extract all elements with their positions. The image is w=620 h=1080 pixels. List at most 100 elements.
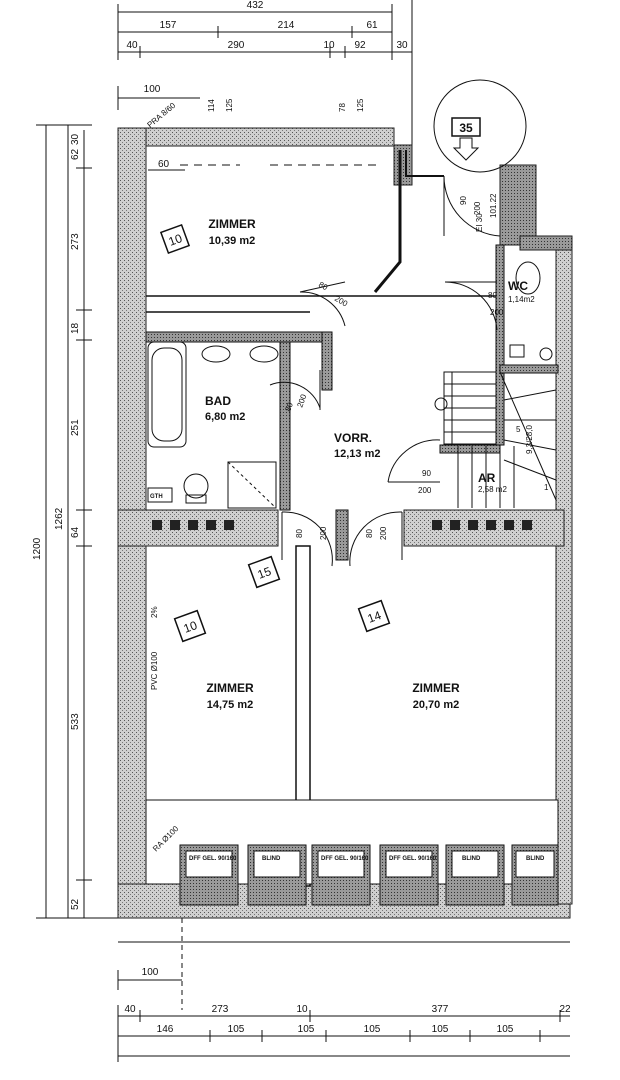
door-ar-h: 200 xyxy=(418,486,432,495)
room-area-zimmer-right: 20,70 m2 xyxy=(413,699,459,711)
window-label-1: DFF GEL. 90/160 xyxy=(189,856,237,862)
left-dimensions xyxy=(36,124,120,919)
dim-left-1: 62 xyxy=(70,148,81,160)
dim-top-11: 125 xyxy=(225,98,234,112)
room-name-vorr: VORR. xyxy=(334,431,372,445)
door-zimmer-right-h: 200 xyxy=(379,526,388,540)
entry-circle xyxy=(433,79,527,173)
room-name-ar: AR xyxy=(478,471,496,485)
room-area-ar: 2,58 m2 xyxy=(478,485,507,494)
entry-arrow-icon xyxy=(452,137,480,161)
dim-left-7: 52 xyxy=(70,898,81,910)
pvc-label: PVC Ø100 xyxy=(150,651,159,690)
dim-bottom-5: 22 xyxy=(559,1004,571,1015)
door-bad-h: 200 xyxy=(295,393,308,409)
window-label-2: BLIND xyxy=(262,856,281,862)
dim-left-mid: 1262 xyxy=(54,507,65,530)
dim-bottom-2: 273 xyxy=(212,1004,229,1015)
dim-top-6: 10 xyxy=(323,40,335,51)
door-entry-ei: EI 30 xyxy=(475,213,484,232)
doors xyxy=(269,175,501,567)
dim-top-3: 61 xyxy=(366,20,378,31)
stairs-label: 9,3/28,0 xyxy=(525,425,534,454)
svg-text:10: 10 xyxy=(182,618,200,636)
window-label-6: BLIND xyxy=(526,856,545,862)
window-label-4: DFF GEL. 90/160 xyxy=(389,856,437,862)
dim-left-outer: 1200 xyxy=(32,537,43,560)
wall-blocks xyxy=(152,520,532,530)
door-bad-w: 80 xyxy=(283,401,295,413)
window-label-3: DFF GEL. 90/160 xyxy=(321,856,369,862)
tag-10-top: 10 xyxy=(159,223,191,255)
dim-bottom-6: 146 xyxy=(157,1024,174,1035)
dim-top-5: 290 xyxy=(228,40,245,51)
dim-left-2: 273 xyxy=(70,233,81,250)
dim-top-7: 92 xyxy=(354,40,366,51)
room-area-zimmer-top: 10,39 m2 xyxy=(209,235,255,247)
bath-fixtures xyxy=(147,261,553,509)
dim-bottom-9: 105 xyxy=(364,1024,381,1035)
bottom-dimensions xyxy=(117,918,570,1062)
bottom-windows xyxy=(145,799,559,906)
svg-text:14: 14 xyxy=(366,608,384,626)
room-area-bad: 6,80 m2 xyxy=(205,411,245,423)
room-area-zimmer-left: 14,75 m2 xyxy=(207,699,253,711)
door-wc-h: 200 xyxy=(490,308,504,317)
parapet-label: PRA 8/60 xyxy=(146,101,178,130)
dim-top-1: 157 xyxy=(160,20,177,31)
gth-label: GTH xyxy=(150,494,163,500)
room-name-wc: WC xyxy=(508,279,528,293)
top-dimensions xyxy=(117,0,413,165)
door-wc-w: 80 xyxy=(488,291,497,300)
dim-bottom-4: 377 xyxy=(432,1004,449,1015)
dim-left-4: 251 xyxy=(70,419,81,436)
tag-10-left: 10 xyxy=(173,609,207,643)
dim-bottom-1: 40 xyxy=(124,1004,136,1015)
dim-top-12: 78 xyxy=(338,103,347,112)
room-name-bad: BAD xyxy=(205,394,231,408)
svg-text:10: 10 xyxy=(167,231,185,249)
dim-bottom-100: 100 xyxy=(142,967,159,978)
stairs xyxy=(443,371,557,508)
dim-top-10: 114 xyxy=(207,99,216,112)
dim-top-13: 125 xyxy=(356,98,365,112)
tag-14: 14 xyxy=(357,599,391,633)
dim-left-3: 18 xyxy=(70,322,81,334)
dim-bottom-10: 105 xyxy=(432,1024,449,1035)
room-name-zimmer-top: ZIMMER xyxy=(208,217,256,231)
dim-left-5: 64 xyxy=(70,526,81,538)
dim-top-8: 30 xyxy=(396,40,408,51)
dim-bottom-7: 105 xyxy=(228,1024,245,1035)
slope-label: 2% xyxy=(150,606,159,618)
stair-mark-5: 5 xyxy=(516,425,521,434)
room-area-vorr: 12,13 m2 xyxy=(334,448,380,460)
dim-bottom-11: 105 xyxy=(497,1024,514,1035)
dim-total-top: 432 xyxy=(247,0,264,11)
door-entry-w: 90 xyxy=(459,196,468,205)
window-label-5: BLIND xyxy=(462,856,481,862)
room-area-wc: 1,14m2 xyxy=(508,295,535,304)
room10-width: 60 xyxy=(158,159,170,170)
room-name-zimmer-right: ZIMMER xyxy=(412,681,460,695)
stair-mark-1: 1 xyxy=(544,483,549,492)
door-entry-h: 200 xyxy=(473,201,482,215)
room-name-zimmer-left: ZIMMER xyxy=(206,681,254,695)
dim-bottom-3: 10 xyxy=(296,1004,308,1015)
tag-35: 35 xyxy=(459,121,473,135)
dim-top-2: 214 xyxy=(278,20,295,31)
door-zimmer-left-h: 200 xyxy=(319,526,328,540)
door-ar-w: 90 xyxy=(422,469,431,478)
dim-top-4: 40 xyxy=(126,40,138,51)
door-zimmer-right-w: 80 xyxy=(365,529,374,538)
door-entry-level: 101.22 xyxy=(489,193,498,218)
dim-top-9: 100 xyxy=(144,84,161,95)
dim-left-top-small: 30 xyxy=(70,133,81,145)
svg-text:15: 15 xyxy=(256,564,274,582)
door-zimmer-top-w: 80 xyxy=(317,280,330,293)
tag-15: 15 xyxy=(247,555,281,589)
dim-bottom-8: 105 xyxy=(298,1024,315,1035)
tag-35-box xyxy=(451,117,481,137)
door-zimmer-left-w: 80 xyxy=(295,529,304,538)
dim-left-6: 533 xyxy=(70,713,81,730)
